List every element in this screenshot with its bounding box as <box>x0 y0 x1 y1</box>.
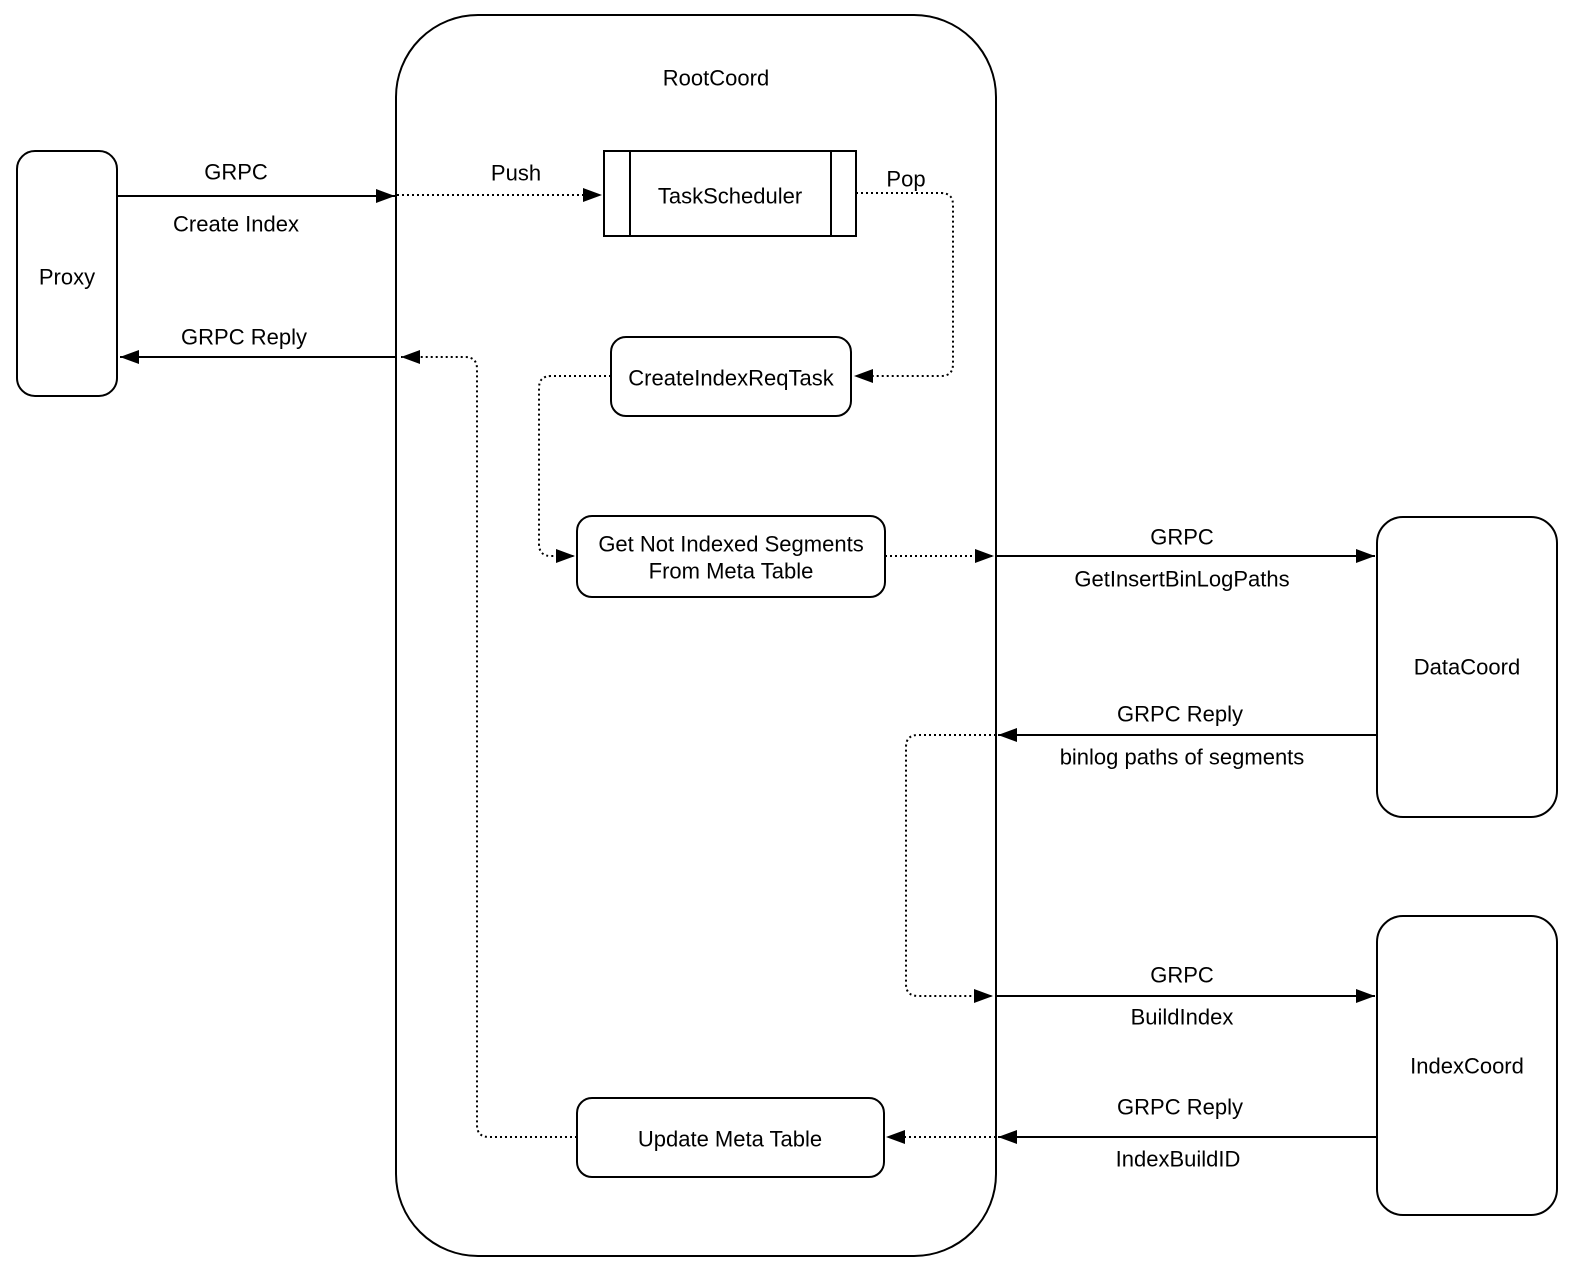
edge-grpc-reply-to-proxy: GRPC Reply <box>120 325 395 364</box>
rootcoord-title: RootCoord <box>663 66 769 91</box>
update-meta-to-reply-arrow <box>401 350 577 1138</box>
index-build-id-reply-label-line1: GRPC Reply <box>1117 1095 1243 1120</box>
proxy-label: Proxy <box>39 265 95 290</box>
task-scheduler-label: TaskScheduler <box>658 184 802 209</box>
build-index-label-line2: BuildIndex <box>1131 1005 1234 1030</box>
edge-create-index: GRPC Create Index <box>118 160 395 237</box>
edge-index-build-id-reply: GRPC Reply IndexBuildID <box>998 1095 1377 1172</box>
node-get-not-indexed-segments: Get Not Indexed Segments From Meta Table <box>576 515 886 598</box>
node-proxy: Proxy <box>16 150 118 397</box>
index-build-id-reply-label-line2: IndexBuildID <box>1116 1147 1241 1172</box>
get-not-indexed-segments-label-line1: Get Not Indexed Segments <box>598 532 863 557</box>
create-index-label-line2: Create Index <box>173 212 299 237</box>
data-coord-label: DataCoord <box>1414 655 1520 680</box>
node-rootcoord-container: RootCoord <box>395 14 997 1257</box>
get-insert-binlog-paths-label-line1: GRPC <box>1150 525 1214 550</box>
edge-binlog-paths-reply: GRPC Reply binlog paths of segments <box>998 702 1377 770</box>
create-index-req-task-label: CreateIndexReqTask <box>628 366 834 391</box>
proxy-outline <box>16 150 118 397</box>
create-index-label-line1: GRPC <box>204 160 268 185</box>
grpc-reply-to-proxy-label: GRPC Reply <box>181 325 307 350</box>
binlog-paths-reply-label-line2: binlog paths of segments <box>1060 745 1305 770</box>
node-create-index-req-task: CreateIndexReqTask <box>610 336 852 417</box>
edge-update-meta-to-reply <box>401 350 577 1138</box>
build-index-label-line1: GRPC <box>1150 963 1214 988</box>
internal-reply-to-buildindex-arrow <box>905 734 996 1003</box>
push-label: Push <box>491 161 541 186</box>
node-index-coord: IndexCoord <box>1376 915 1558 1216</box>
data-coord-outline <box>1376 516 1558 818</box>
edge-internal-reply-to-buildindex <box>905 734 996 1003</box>
get-not-indexed-segments-outline <box>576 515 886 598</box>
index-coord-label: IndexCoord <box>1410 1054 1524 1079</box>
get-not-indexed-segments-label-line2: From Meta Table <box>649 559 814 584</box>
edge-pop: Pop <box>854 167 954 383</box>
get-insert-binlog-paths-label-line2: GetInsertBinLogPaths <box>1074 567 1289 592</box>
node-task-scheduler: TaskScheduler <box>603 150 857 237</box>
edge-build-index: GRPC BuildIndex <box>996 963 1375 1030</box>
edge-push: Push <box>397 161 602 202</box>
edge-get-insert-binlog-paths: GRPC GetInsertBinLogPaths <box>996 525 1375 592</box>
index-coord-outline <box>1376 915 1558 1216</box>
pop-label: Pop <box>886 167 925 192</box>
node-data-coord: DataCoord <box>1376 516 1558 818</box>
node-update-meta-table: Update Meta Table <box>576 1097 885 1178</box>
rootcoord-outline <box>395 14 997 1257</box>
binlog-paths-reply-label-line1: GRPC Reply <box>1117 702 1243 727</box>
update-meta-table-label: Update Meta Table <box>638 1127 822 1152</box>
